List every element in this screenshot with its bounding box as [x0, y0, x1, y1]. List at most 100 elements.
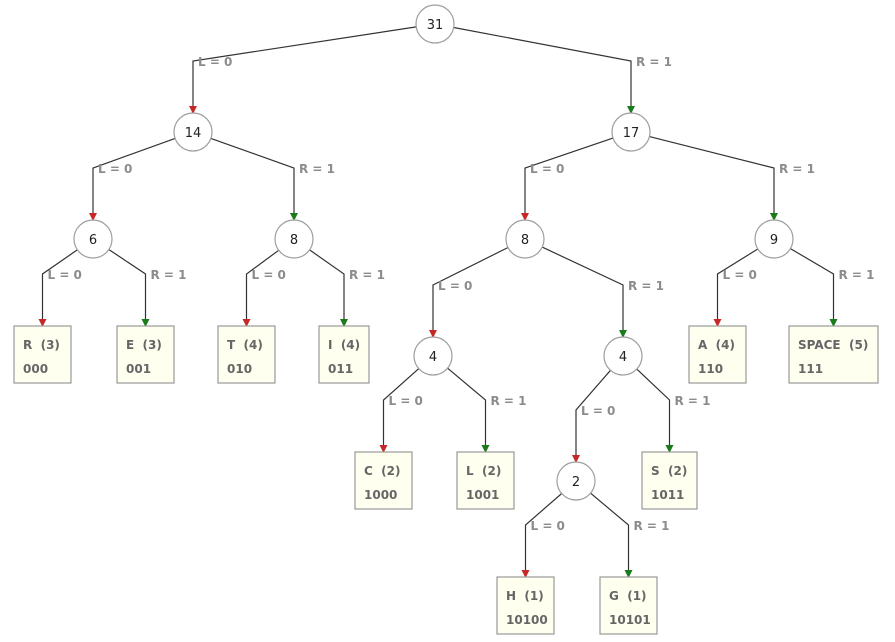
leaf-symbol-frequency: G (1) — [609, 589, 647, 603]
edge-n9-A: L = 0 — [713, 248, 759, 327]
edge-label-right: R = 1 — [151, 268, 187, 282]
edge-n8b-n4b: R = 1 — [541, 246, 664, 338]
node-weight: 31 — [427, 18, 444, 33]
left-edge-arrow — [242, 249, 280, 327]
edge-n6-R: L = 0 — [38, 249, 82, 327]
node-weight: 8 — [521, 233, 529, 248]
internal-node-n17: 17 — [611, 112, 651, 152]
right-edge-arrow — [649, 136, 778, 221]
node-weight: 14 — [185, 126, 202, 141]
edge-n6-E: R = 1 — [108, 249, 187, 327]
leaf-code: 1011 — [651, 488, 684, 502]
leaf-box — [788, 325, 879, 384]
node-weight: 6 — [89, 233, 97, 248]
edge-label-left: L = 0 — [531, 519, 565, 533]
edge-n8a-T: L = 0 — [242, 249, 286, 327]
edge-label-left: L = 0 — [581, 404, 615, 418]
node-circle — [603, 336, 643, 376]
edge-label-right: R = 1 — [636, 55, 672, 69]
leaf-node-i: I (4) 011 — [318, 325, 370, 384]
leaf-box — [217, 325, 276, 384]
node-circle — [73, 219, 113, 259]
leaf-symbol-frequency: E (3) — [126, 338, 162, 352]
node-weight: 2 — [572, 475, 580, 490]
node-circle — [274, 219, 314, 259]
edge-label-left: L = 0 — [252, 268, 286, 282]
edge-label-left: L = 0 — [438, 279, 472, 293]
leaf-box — [688, 325, 747, 384]
left-edge-arrow — [89, 137, 176, 221]
edge-n8a-I: R = 1 — [309, 249, 385, 327]
right-edge-arrow — [590, 492, 633, 578]
edge-n4a-L: R = 1 — [447, 367, 527, 453]
edge-n14-n8a: R = 1 — [210, 137, 335, 221]
edge-label-right: R = 1 — [628, 279, 664, 293]
edge-label-right: R = 1 — [839, 268, 875, 282]
right-edge-arrow — [210, 137, 298, 221]
internal-node-root: 31 — [415, 4, 455, 44]
leaf-node-c: C (2)1000 — [354, 451, 413, 510]
edge-n4b-n2: L = 0 — [572, 369, 615, 463]
left-edge-arrow — [429, 246, 509, 338]
edge-n2-G: R = 1 — [590, 492, 670, 578]
leaf-symbol-frequency: H (1) — [506, 589, 544, 603]
leaf-code: 1001 — [466, 488, 499, 502]
left-edge-arrow — [521, 493, 563, 578]
leaf-node-r: R (3) 000 — [13, 325, 72, 384]
edge-label-left: L = 0 — [389, 394, 423, 408]
leaf-box — [116, 325, 175, 384]
node-circle — [754, 219, 794, 259]
leaf-node-s: S (2) 1011 — [641, 451, 698, 510]
right-edge-arrow — [636, 368, 674, 453]
leaf-code: 10100 — [506, 613, 548, 627]
edge-n8b-n4a: L = 0 — [429, 246, 509, 338]
leaf-box — [354, 451, 413, 510]
edges-layer: L = 0 R = 1 L = 0 R = 1 L = 0 R = 1 L = 0 R = 1… — [38, 26, 875, 578]
leaf-symbol-frequency: S (2) — [651, 464, 687, 478]
edge-n4b-S: R = 1 — [636, 368, 711, 453]
leaf-symbol-frequency: SPACE (5) — [798, 338, 868, 352]
leaf-code: 011 — [328, 362, 353, 376]
right-edge-arrow — [108, 249, 150, 327]
edge-label-right: R = 1 — [675, 394, 711, 408]
edge-label-left: L = 0 — [198, 55, 232, 69]
node-weight: 4 — [619, 350, 627, 365]
right-edge-arrow — [790, 248, 838, 327]
edge-label-right: R = 1 — [634, 519, 670, 533]
leaf-node-e: E (3)001 — [116, 325, 175, 384]
internal-node-n9: 9 — [754, 219, 794, 259]
edge-label-right: R = 1 — [299, 162, 335, 176]
leaf-box — [641, 451, 698, 510]
internal-node-n2: 2 — [556, 461, 596, 501]
leaf-symbol-frequency: T (4) — [227, 338, 263, 352]
left-edge-arrow — [38, 249, 78, 327]
leaf-code: 000 — [23, 362, 48, 376]
leaf-symbol-frequency: I (4) — [328, 338, 360, 352]
edge-label-right: R = 1 — [349, 268, 385, 282]
edge-root-n14: L = 0 — [189, 26, 417, 114]
node-weight: 4 — [429, 350, 437, 365]
left-edge-arrow — [713, 248, 759, 327]
left-edge-arrow — [572, 369, 611, 463]
leaf-symbol-frequency: R (3) — [23, 338, 60, 352]
node-circle — [413, 336, 453, 376]
leaf-box — [13, 325, 72, 384]
edge-n9-SPACE: R = 1 — [790, 248, 875, 327]
leaf-node-t: T (4)010 — [217, 325, 276, 384]
left-edge-arrow — [189, 26, 417, 114]
edge-n17-n8b: L = 0 — [521, 137, 614, 221]
leaf-node-a: A (4)110 — [688, 325, 747, 384]
leaf-box — [496, 576, 555, 635]
left-edge-arrow — [521, 137, 614, 221]
edge-label-left: L = 0 — [48, 268, 82, 282]
leaf-code: 110 — [698, 362, 723, 376]
edge-n4a-C: L = 0 — [379, 368, 423, 453]
leaf-box — [456, 451, 515, 510]
internal-node-n4b: 4 — [603, 336, 643, 376]
leaf-node-g: G (1)10101 — [599, 576, 658, 635]
leaf-node-h: H (1) 10100 — [496, 576, 555, 635]
node-circle — [173, 112, 213, 152]
leaf-symbol-frequency: C (2) — [364, 464, 400, 478]
edge-label-left: L = 0 — [98, 162, 132, 176]
